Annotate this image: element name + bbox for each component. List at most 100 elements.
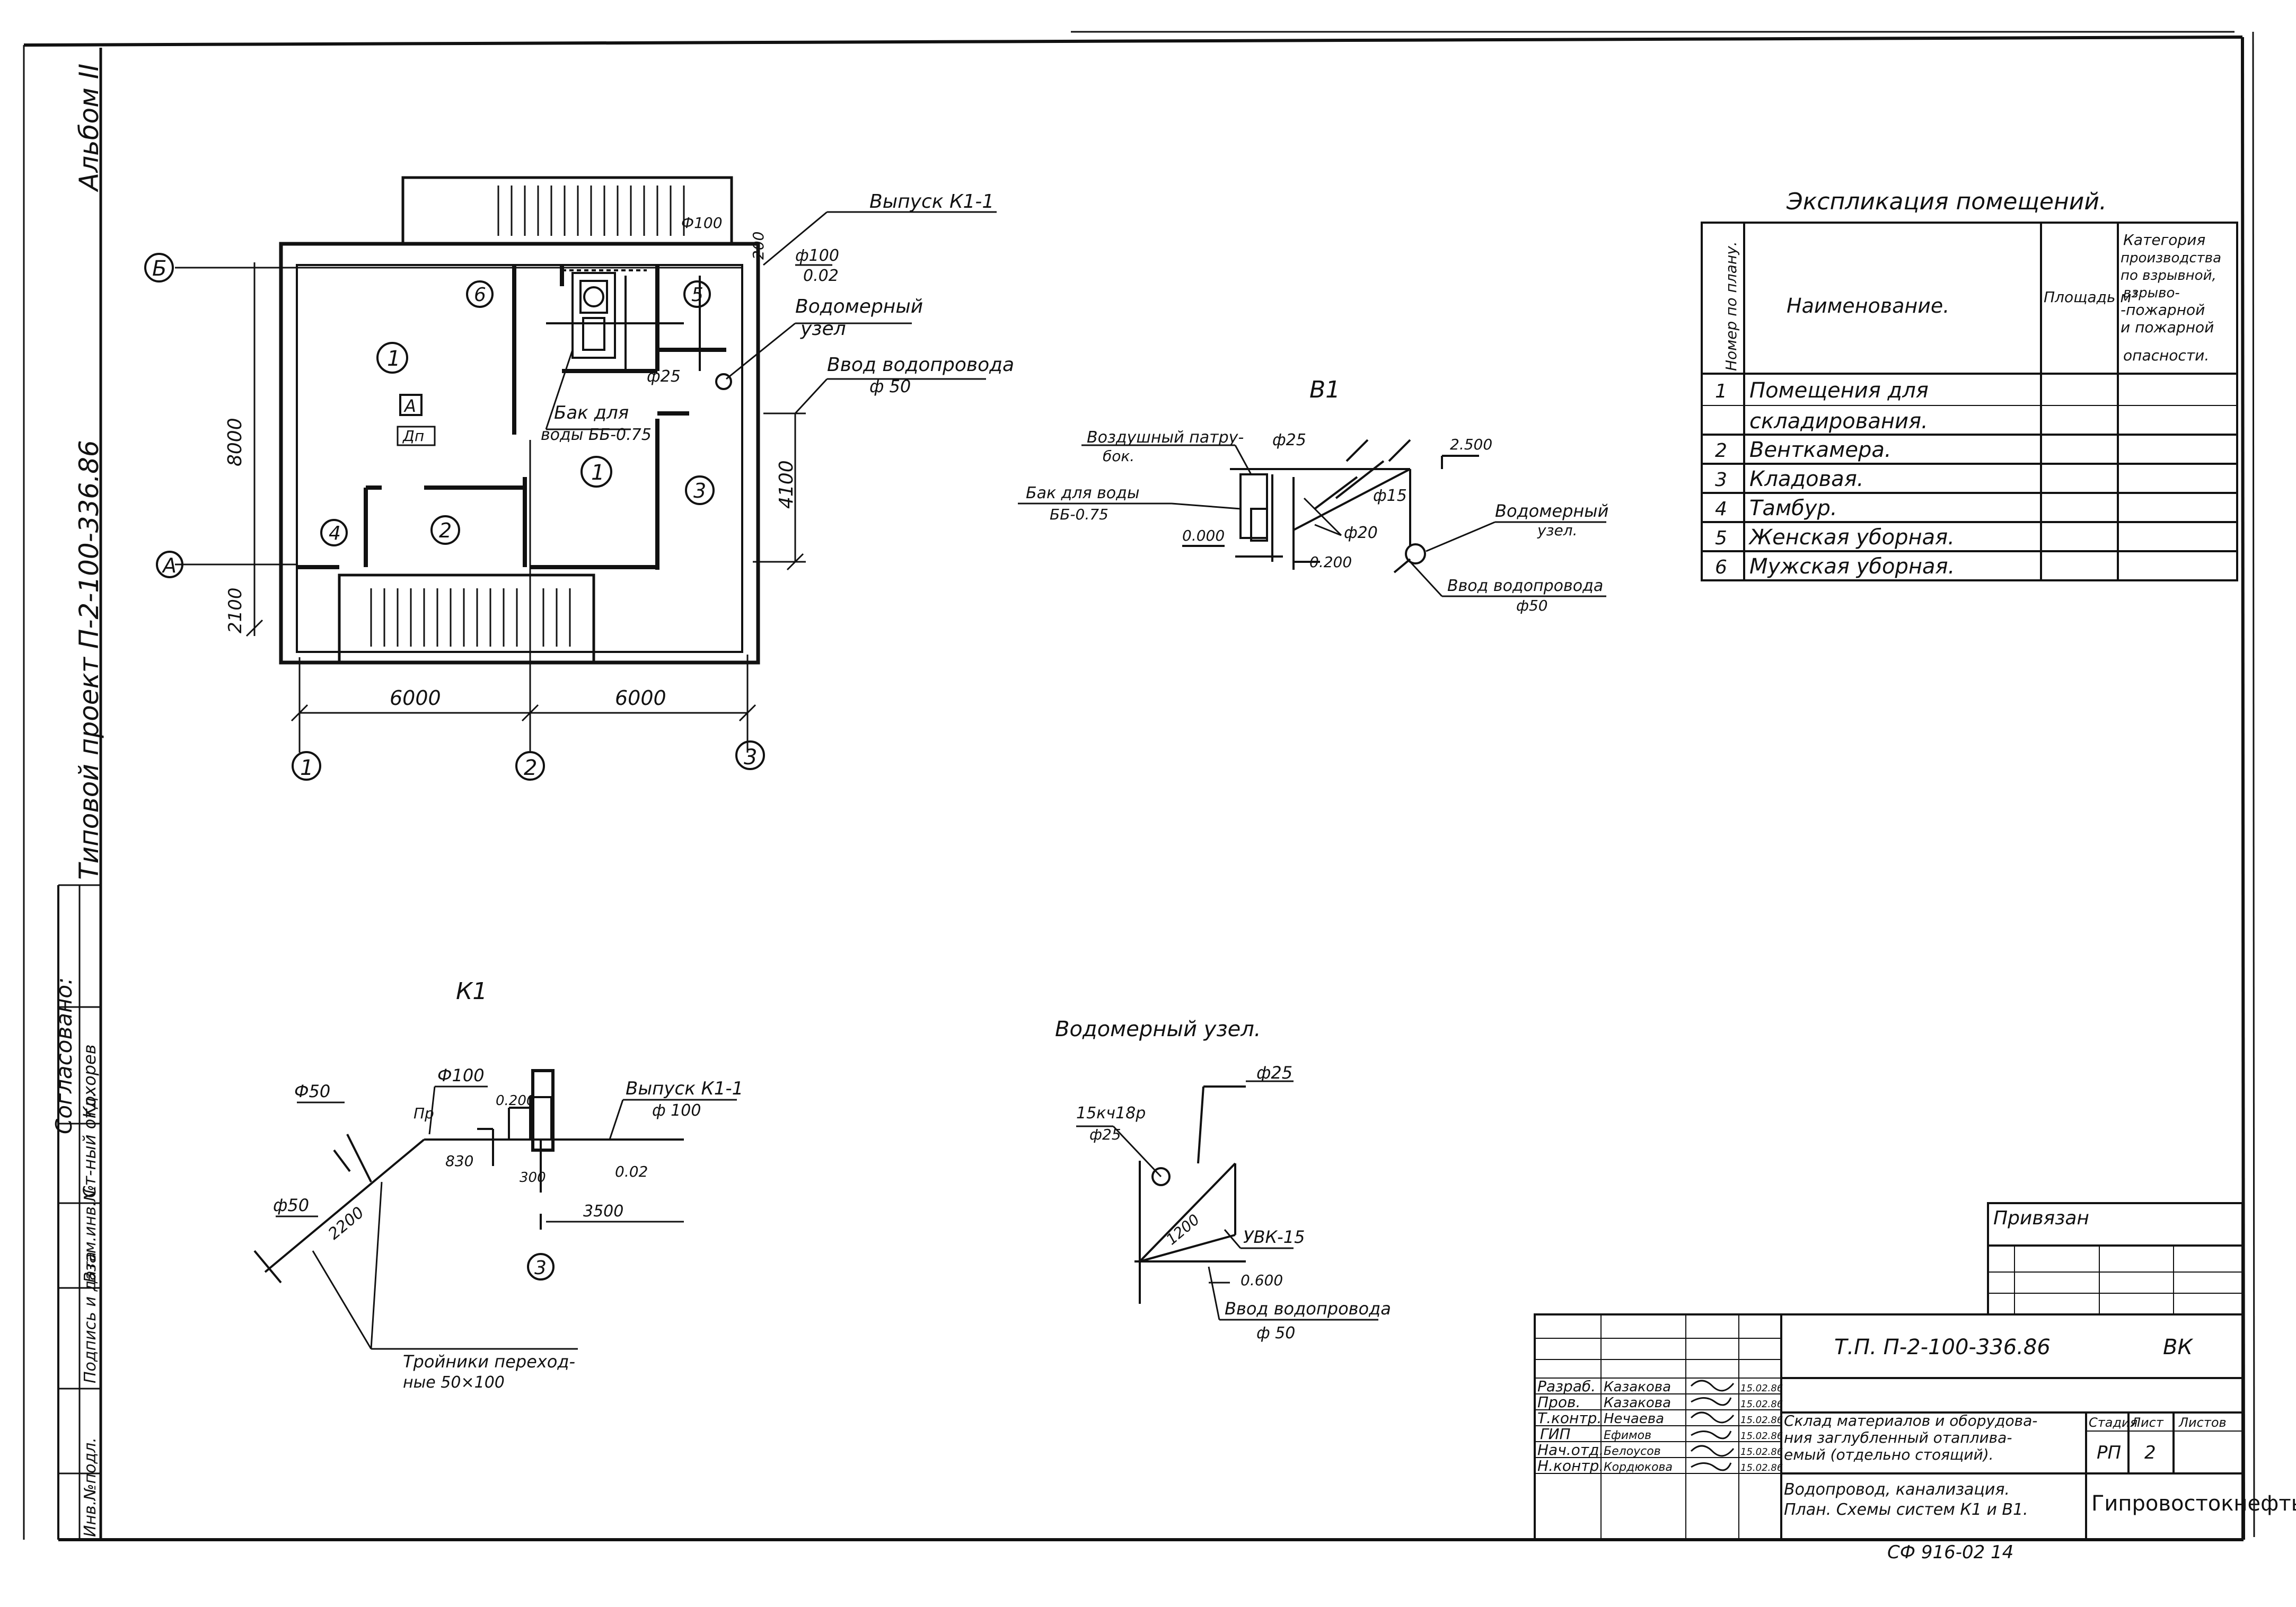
k1-d100: Ф100: [437, 1065, 485, 1085]
sheet-value: 2: [2144, 1442, 2156, 1463]
axis-b-label: Б: [152, 257, 166, 281]
k1-d50b: ф50: [273, 1195, 309, 1215]
meter-lvl: 0.600: [1241, 1272, 1283, 1289]
drawing-text: Нечаева: [1604, 1411, 1664, 1427]
desc-line-2: ния заглубленный отаплива-: [1784, 1429, 2012, 1446]
sidebar-col-2: Подпись и дата: [81, 1252, 100, 1384]
drawing-text: Казакова: [1604, 1379, 1671, 1395]
drawing-text: 15.02.86: [1740, 1462, 1783, 1473]
b1-air-label: Воздушный патру-: [1087, 428, 1244, 447]
k1-len-3500: 3500: [583, 1202, 623, 1221]
plan-meter-label: Водомерный: [795, 296, 923, 317]
org-name: Гипровостокнефть: [2091, 1491, 2296, 1516]
room-1b: 1: [591, 461, 604, 485]
drawing-text: Пров.: [1537, 1393, 1580, 1411]
dim-200: 200: [750, 232, 767, 260]
explication-table: Экспликация помещений. Номер по плану. Н…: [1701, 188, 2238, 581]
b1-air-label2: бок.: [1103, 447, 1134, 465]
drawing-text: 15.02.86: [1740, 1415, 1783, 1426]
drawing-text: 15.02.86: [1740, 1431, 1783, 1442]
room-6: 6: [474, 284, 486, 306]
b1-d25: ф25: [1272, 431, 1306, 449]
sheet-title-2: План. Схемы систем К1 и В1.: [1784, 1500, 2028, 1519]
meter-valve: 15кч18р: [1076, 1104, 1146, 1123]
dim-8000: 8000: [224, 418, 246, 466]
col-area-header: Площадь м²: [2044, 288, 2137, 306]
drawing-text: и пожарной: [2121, 319, 2214, 336]
album-label: Альбом II: [74, 64, 104, 192]
desc-line-1: Склад материалов и оборудова-: [1784, 1412, 2037, 1429]
plan-entry-diam: ф 50: [869, 376, 911, 396]
floor-plan: Б А 1 2 3 8000 2100 4100 200 6000 6000 1…: [144, 176, 1014, 781]
drawing-text: Н.контр.: [1537, 1457, 1604, 1474]
title-block: Привязан Т.П. П-2-100-336.86 ВК Разраб. …: [1534, 1202, 2296, 1563]
drawing-text: 15.02.86: [1740, 1446, 1783, 1458]
k1-pr: Пр: [414, 1105, 434, 1122]
drawing-text: по взрывной,: [2121, 268, 2216, 284]
footer-code: СФ 916-02 14: [1887, 1542, 2013, 1563]
explication-title: Экспликация помещений.: [1786, 188, 2107, 215]
row-num: 6: [1715, 557, 1727, 578]
col-name-header: Наименование.: [1787, 294, 1949, 317]
drawing-text: Ефимов: [1604, 1429, 1651, 1442]
axis-1-label: 1: [300, 756, 313, 780]
drawing-text: Казакова: [1604, 1395, 1671, 1411]
desc-line-3: емый (отдельно стоящий).: [1784, 1446, 1994, 1463]
dept-label: Ст-ный отд.: [80, 1092, 100, 1198]
meter-uvk: УВК-15: [1243, 1227, 1305, 1247]
b1-d15: ф15: [1373, 487, 1407, 505]
plan-outlet-label: Выпуск К1-1: [869, 191, 994, 213]
drawing-text: 15.02.86: [1740, 1399, 1783, 1410]
drawing-text: Разраб.: [1537, 1378, 1596, 1395]
plan-entry-label: Ввод водопровода: [827, 354, 1014, 376]
row-num: 1: [1715, 381, 1727, 402]
k1-slope: 0.02: [615, 1163, 648, 1180]
row-num: 5: [1715, 527, 1727, 549]
sidebar: Альбом II Типовой проект П-2-100-336.86 …: [51, 64, 104, 1540]
row-num: 4: [1715, 498, 1727, 520]
room-5: 5: [691, 284, 703, 306]
k1-d50a: Ф50: [294, 1081, 330, 1101]
row-num: 3: [1715, 469, 1727, 491]
b1-entry-label: Ввод водопровода: [1447, 577, 1603, 595]
row-name: складирования.: [1749, 409, 1928, 434]
b1-tank-label: Бак для воды: [1026, 484, 1140, 502]
drawing-text: -пожарной: [2121, 301, 2205, 319]
b1-meter-label2: узел.: [1537, 522, 1577, 539]
explication-rows: 1 Помещения для складирования. 2 Венткам…: [1715, 378, 1955, 579]
sheet-title-1: Водопровод, канализация.: [1784, 1480, 2010, 1499]
meter-entry-label: Ввод водопровода: [1225, 1299, 1391, 1319]
drawing-text: взрыво-: [2123, 285, 2180, 301]
b1-d20: ф20: [1344, 524, 1378, 542]
sidebar-col-3: Инв.№подл.: [81, 1437, 100, 1537]
signatures: [1690, 1380, 1735, 1471]
stage-header: Стадия: [2089, 1415, 2137, 1430]
category-stamp-dp: Дп: [402, 427, 424, 445]
sheet-header: Лист: [2131, 1415, 2164, 1430]
b1-lvl-2500: 2.500: [1450, 436, 1492, 453]
role-names: Разраб. Пров. Т.контр. ГИП Нач.отд. Н.ко…: [1537, 1378, 1783, 1474]
axis-2-label: 2: [524, 756, 537, 780]
room-2: 2: [439, 519, 452, 542]
row-name: Мужская уборная.: [1749, 554, 1955, 579]
meter-d25: ф25: [1256, 1063, 1292, 1083]
project-code: Т.П. П-2-100-336.86: [1834, 1335, 2051, 1359]
k1-len-2200: 2200: [325, 1203, 368, 1243]
b1-title: В1: [1309, 376, 1340, 403]
k1-tees-label2: ные 50×100: [403, 1373, 505, 1392]
b1-tank-label2: ББ-0.75: [1050, 506, 1109, 523]
k1-axis3: 3: [534, 1257, 547, 1279]
k1-len-300: 300: [520, 1170, 546, 1186]
category-stamp-a: А: [403, 396, 416, 416]
room-1a: 1: [387, 347, 400, 371]
b1-meter-label: Водомерный: [1495, 501, 1608, 521]
dim-6000-left: 6000: [390, 686, 441, 710]
row-name: Венткамера.: [1749, 438, 1892, 462]
k1-lvl-0200: 0.200: [496, 1093, 535, 1109]
project-label: Типовой проект П-2-100-336.86: [74, 440, 104, 880]
mark-code: ВК: [2163, 1335, 2193, 1359]
k1-len-830: 830: [445, 1152, 473, 1170]
dept-person: Кохорев: [80, 1044, 100, 1118]
row-name: Тамбур.: [1749, 496, 1837, 520]
plan-tank-label2: воды ББ-0.75: [541, 426, 652, 444]
